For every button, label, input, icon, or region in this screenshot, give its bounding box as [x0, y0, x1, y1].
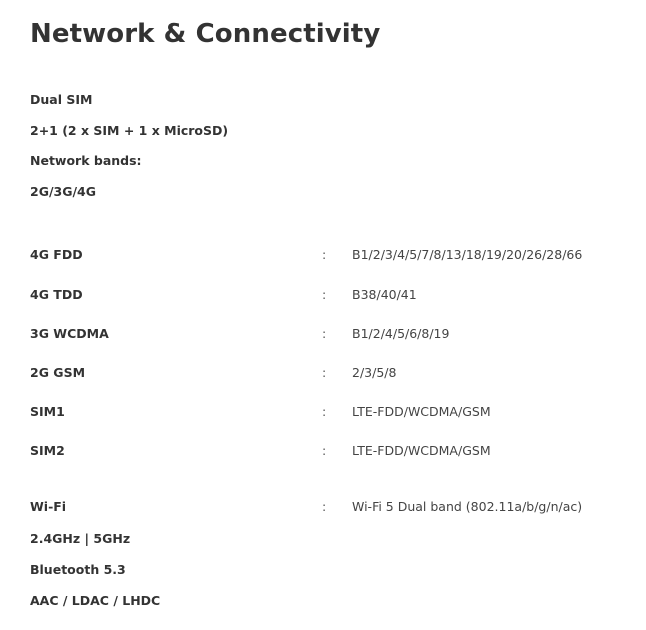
spec-label: Wi-Fi	[30, 499, 67, 514]
spec-value: LTE-FDD/WCDMA/GSM	[352, 443, 491, 458]
spec-label: 3G WCDMA	[30, 326, 109, 341]
spec-row-wifi: Wi-Fi : Wi-Fi 5 Dual band (802.11a/b/g/n…	[30, 498, 630, 516]
spec-network-generations: 2G/3G/4G	[30, 184, 97, 199]
spec-label: 2G GSM	[30, 365, 86, 380]
spec-network-bands-heading: Network bands:	[30, 153, 142, 168]
spec-wifi-frequencies: 2.4GHz | 5GHz	[30, 531, 131, 546]
section-title: Network & Connectivity	[30, 19, 381, 49]
spec-row-sim2: SIM2 : LTE-FDD/WCDMA/GSM	[30, 442, 630, 460]
spec-separator: :	[322, 499, 327, 514]
spec-separator: :	[322, 404, 327, 419]
spec-separator: :	[322, 365, 327, 380]
spec-row-4g-fdd: 4G FDD : B1/2/3/4/5/7/8/13/18/19/20/26/2…	[30, 246, 630, 264]
spec-value: LTE-FDD/WCDMA/GSM	[352, 404, 491, 419]
spec-separator: :	[322, 443, 327, 458]
spec-value: B38/40/41	[352, 287, 417, 302]
spec-label: 4G FDD	[30, 247, 83, 262]
spec-label: SIM2	[30, 443, 65, 458]
spec-audio-codecs: AAC / LDAC / LHDC	[30, 593, 161, 608]
spec-label: SIM1	[30, 404, 65, 419]
spec-row-4g-tdd: 4G TDD : B38/40/41	[30, 286, 630, 304]
spec-row-3g-wcdma: 3G WCDMA : B1/2/4/5/6/8/19	[30, 325, 630, 343]
spec-value: Wi-Fi 5 Dual band (802.11a/b/g/n/ac)	[352, 499, 583, 514]
spec-separator: :	[322, 326, 327, 341]
spec-separator: :	[322, 287, 327, 302]
spec-label: 4G TDD	[30, 287, 83, 302]
spec-value: 2/3/5/8	[352, 365, 397, 380]
spec-row-sim1: SIM1 : LTE-FDD/WCDMA/GSM	[30, 403, 630, 421]
spec-sim-slots: 2+1 (2 x SIM + 1 x MicroSD)	[30, 123, 229, 138]
spec-separator: :	[322, 247, 327, 262]
spec-row-2g-gsm: 2G GSM : 2/3/5/8	[30, 364, 630, 382]
spec-value: B1/2/3/4/5/7/8/13/18/19/20/26/28/66	[352, 247, 583, 262]
spec-value: B1/2/4/5/6/8/19	[352, 326, 450, 341]
spec-dual-sim: Dual SIM	[30, 92, 93, 107]
spec-bluetooth-version: Bluetooth 5.3	[30, 562, 126, 577]
